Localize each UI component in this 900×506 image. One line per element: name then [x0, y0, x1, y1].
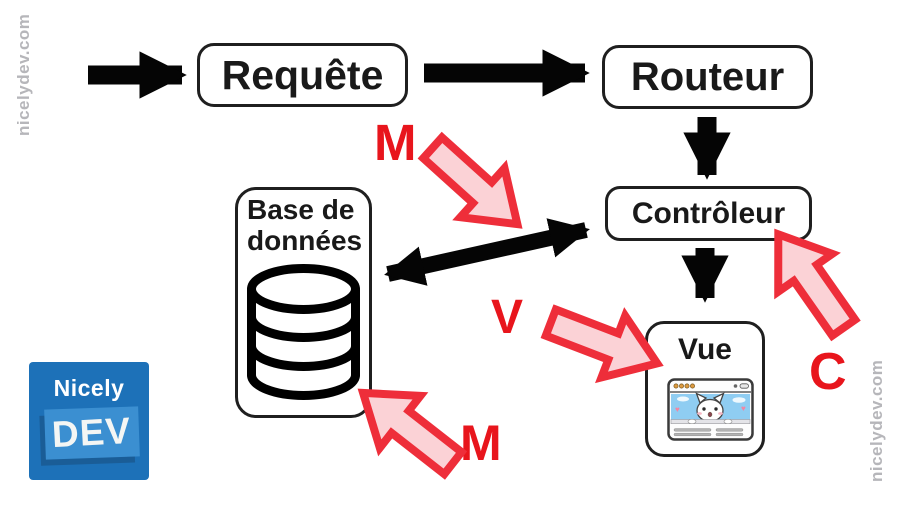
label-model-top: M [374, 114, 417, 171]
node-database: Base de données [235, 187, 372, 418]
label-controller: C [809, 343, 847, 401]
label-view: V [491, 291, 524, 344]
watermark-left: nicelydev.com [14, 13, 33, 136]
pink-arrow-model-top [411, 123, 540, 248]
label-model-bottom: M [460, 415, 502, 471]
logo-text-nicely: Nicely [53, 375, 125, 401]
node-routeur: Routeur [602, 45, 813, 109]
node-database-label-line2: données [247, 224, 363, 256]
nicelydev-logo: Nicely DEV [29, 362, 149, 480]
node-controleur: Contrôleur [605, 186, 812, 241]
node-vue: Vue [645, 321, 765, 457]
arrow-database-controleur-bidirectional [384, 218, 590, 286]
node-database-label-line1: Base de [247, 194, 355, 225]
logo-dev-badge: DEV [44, 406, 140, 460]
node-controleur-label: Contrôleur [631, 196, 786, 230]
watermark-right: nicelydev.com [867, 359, 886, 482]
node-routeur-label: Routeur [630, 54, 785, 99]
node-vue-label: Vue [678, 333, 732, 366]
logo-text-dev: DEV [51, 409, 133, 456]
node-requete: Requête [197, 43, 408, 107]
node-requete-label: Requête [221, 51, 384, 98]
